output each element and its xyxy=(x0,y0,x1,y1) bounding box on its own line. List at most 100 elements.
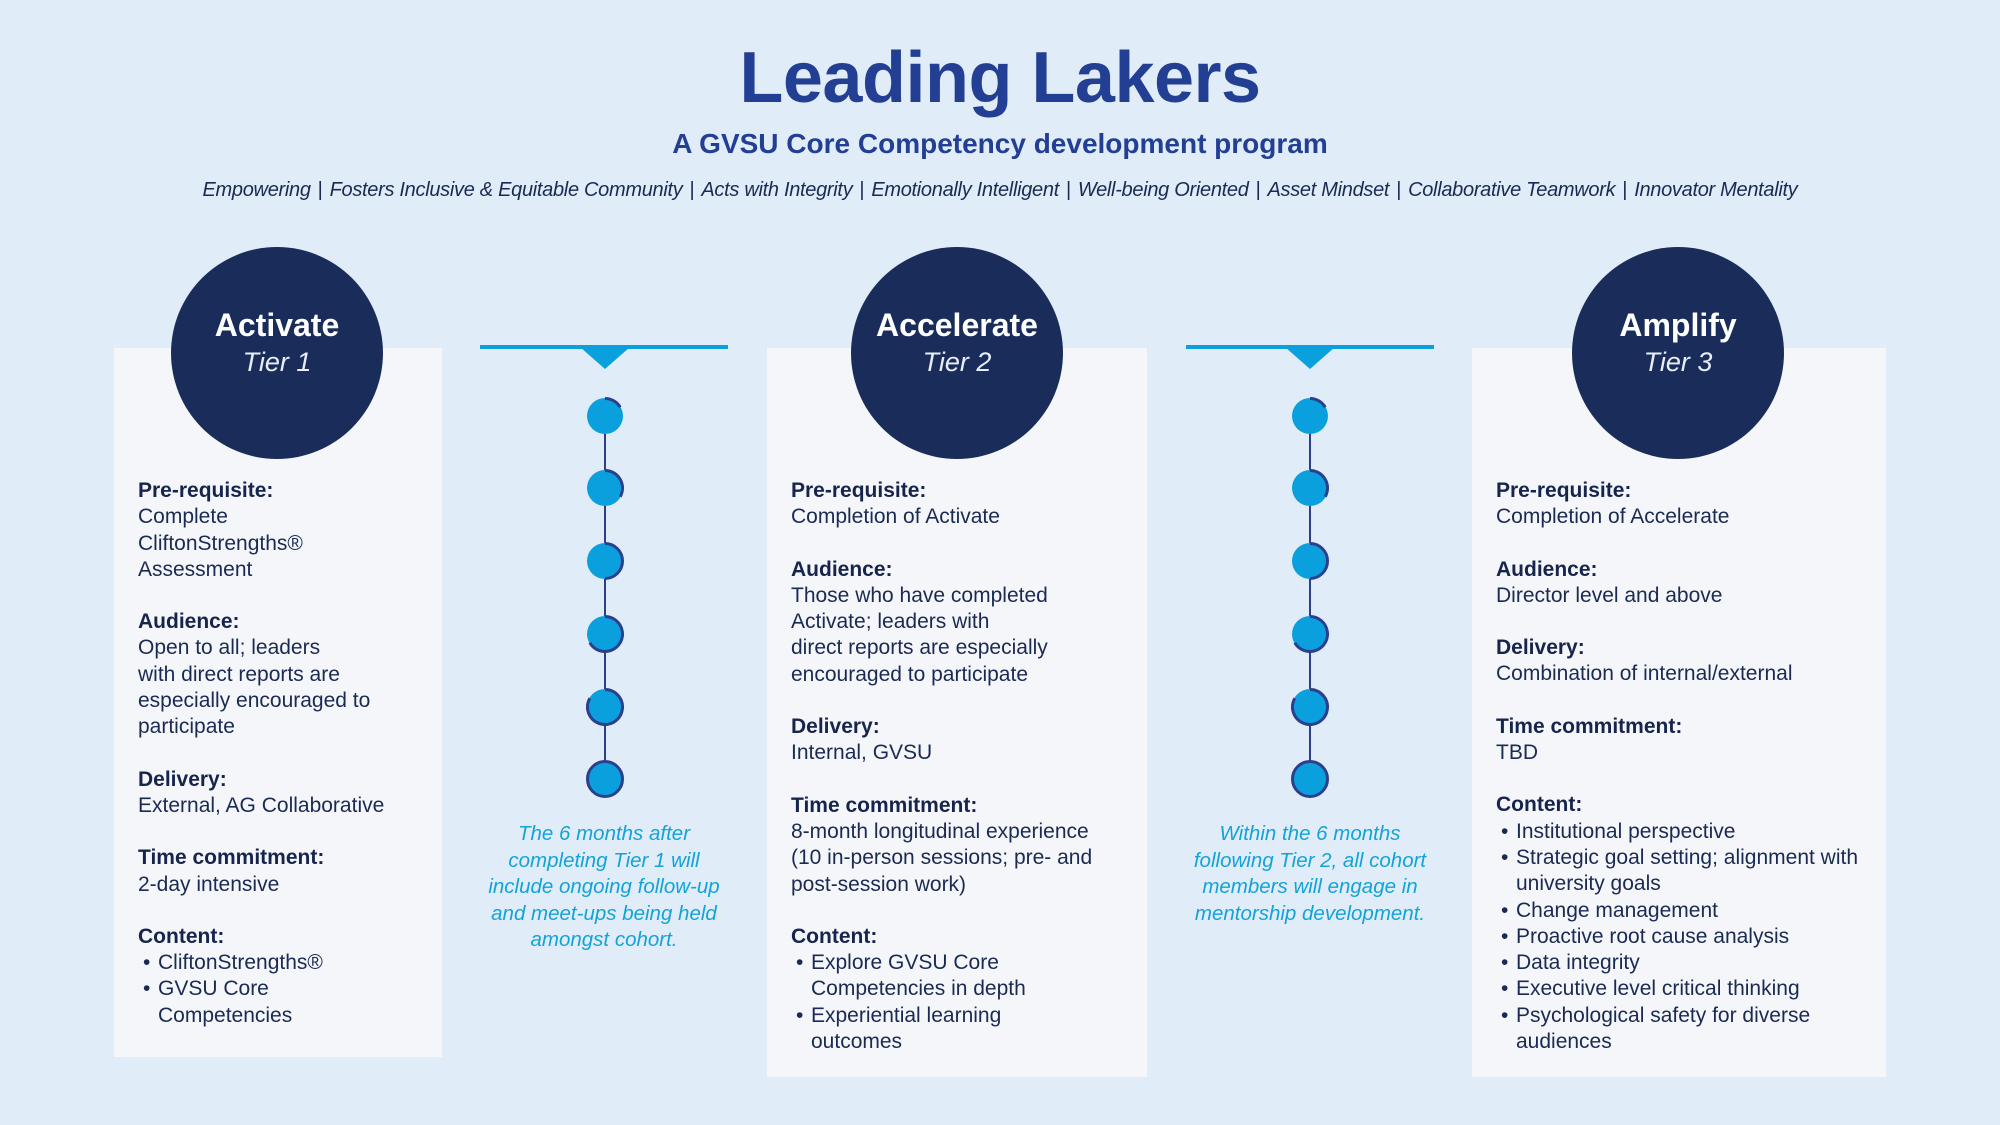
section-label: Pre-requisite: xyxy=(138,479,274,502)
progress-step-icon xyxy=(1291,688,1329,726)
tier-badge-activate: Activate Tier 1 xyxy=(171,247,383,459)
section-label: Delivery: xyxy=(138,767,227,791)
time-commitment-section: Time commitment: 8-month longitudinal ex… xyxy=(791,793,1137,898)
time-commitment-section: Time commitment: 2-day intensive xyxy=(138,845,432,898)
transition-note: Within the 6 months following Tier 2, al… xyxy=(1193,822,1427,925)
core-value: Acts with Integrity xyxy=(701,179,853,201)
section-label: Time commitment: xyxy=(138,846,325,870)
tier-name: Activate xyxy=(214,307,340,343)
section-label: Content: xyxy=(791,924,878,948)
tier-card-amplify: Pre-requisite: Completion of Accelerate … xyxy=(1472,348,1886,1077)
prerequisite-section: Pre-requisite: Complete CliftonStrengths… xyxy=(138,478,432,583)
content-item: Institutional perspective xyxy=(1496,819,1866,846)
section-label: Delivery: xyxy=(791,715,880,739)
section-value: 8-month longitudinal experience (10 in-p… xyxy=(791,819,1093,896)
section-label: Audience: xyxy=(791,557,893,581)
separator: | xyxy=(1622,179,1628,201)
timeline-line xyxy=(1309,416,1311,779)
content-item: Change management xyxy=(1496,898,1866,925)
section-value: TBD xyxy=(1496,741,1538,765)
core-value: Fosters Inclusive & Equitable Community xyxy=(329,179,683,201)
content-item: Strategic goal setting; alignment with u… xyxy=(1496,845,1866,898)
progress-step-icon xyxy=(587,469,624,506)
audience-section: Audience: Open to all; leaders with dire… xyxy=(138,609,432,740)
tier-name: Accelerate xyxy=(876,307,1038,343)
prerequisite-section: Pre-requisite: Completion of Activate xyxy=(791,478,1137,531)
tier-badge-accelerate: Accelerate Tier 2 xyxy=(851,247,1063,459)
core-value: Innovator Mentality xyxy=(1634,179,1798,201)
page-subtitle: A GVSU Core Competency development progr… xyxy=(672,128,1328,159)
content-item: Data integrity xyxy=(1496,950,1866,977)
progress-step-icon xyxy=(587,542,624,580)
separator: | xyxy=(1396,179,1402,201)
section-label: Pre-requisite: xyxy=(791,479,927,502)
progress-step-icon xyxy=(1292,469,1329,506)
tier-badge-amplify: Amplify Tier 3 xyxy=(1572,247,1784,459)
separator: | xyxy=(1255,179,1261,201)
content-list: CliftonStrengths® GVSU Core Competencies xyxy=(138,950,328,1029)
section-label: Content: xyxy=(138,924,225,948)
tier-details: Pre-requisite: Completion of Accelerate … xyxy=(1496,478,1876,1081)
progress-step-icon xyxy=(587,397,623,434)
section-value: Director level and above xyxy=(1496,583,1723,607)
content-item: Psychological safety for diverse audienc… xyxy=(1496,1003,1866,1056)
transition-connector-1: The 6 months after completing Tier 1 wil… xyxy=(480,345,728,965)
progress-step-icon xyxy=(1292,542,1329,580)
section-value: Completion of Accelerate xyxy=(1496,505,1730,529)
separator: | xyxy=(317,179,323,201)
tier-card-activate: Pre-requisite: Complete CliftonStrengths… xyxy=(114,348,442,1057)
transition-connector-2: Within the 6 months following Tier 2, al… xyxy=(1186,345,1434,965)
timeline-line xyxy=(604,416,606,779)
content-item: Experiential learning outcomes xyxy=(791,1003,1056,1056)
progress-step-icon xyxy=(586,688,624,726)
page-title: Leading Lakers xyxy=(739,38,1261,118)
section-value: 2-day intensive xyxy=(138,872,280,896)
time-commitment-section: Time commitment: TBD xyxy=(1496,714,1876,767)
down-arrow-icon xyxy=(1285,347,1335,369)
core-value: Empowering xyxy=(202,179,311,201)
core-value: Collaborative Teamwork xyxy=(1408,179,1616,201)
delivery-section: Delivery: External, AG Collaborative xyxy=(138,767,432,820)
section-label: Content: xyxy=(1496,793,1583,817)
delivery-section: Delivery: Internal, GVSU xyxy=(791,714,1137,767)
section-value: Completion of Activate xyxy=(791,505,1000,529)
content-item: Executive level critical thinking xyxy=(1496,976,1866,1003)
core-value: Well-being Oriented xyxy=(1077,179,1249,201)
separator: | xyxy=(1065,179,1071,201)
section-value: External, AG Collaborative xyxy=(138,793,385,817)
transition-note: The 6 months after completing Tier 1 wil… xyxy=(488,822,720,951)
section-value: Open to all; leaders with direct reports… xyxy=(138,636,371,739)
content-list: Institutional perspective Strategic goal… xyxy=(1496,819,1866,1056)
section-label: Delivery: xyxy=(1496,636,1585,660)
progress-step-icon xyxy=(1292,615,1329,653)
content-section: Content: Explore GVSU Core Competencies … xyxy=(791,924,1137,1055)
audience-section: Audience: Director level and above xyxy=(1496,557,1876,610)
tier-card-accelerate: Pre-requisite: Completion of Activate Au… xyxy=(767,348,1147,1077)
content-item: Explore GVSU Core Competencies in depth xyxy=(791,950,1056,1003)
section-label: Pre-requisite: xyxy=(1496,479,1632,502)
prerequisite-section: Pre-requisite: Completion of Accelerate xyxy=(1496,478,1876,531)
tier-details: Pre-requisite: Complete CliftonStrengths… xyxy=(138,478,432,1055)
audience-section: Audience: Those who have completed Activ… xyxy=(791,557,1137,688)
core-value: Asset Mindset xyxy=(1267,179,1390,201)
core-value: Emotionally Intelligent xyxy=(871,179,1059,201)
content-list: Explore GVSU Core Competencies in depth … xyxy=(791,950,1056,1055)
section-label: Time commitment: xyxy=(1496,714,1683,738)
tier-level: Tier 1 xyxy=(242,347,312,377)
section-value: Complete CliftonStrengths® Assessment xyxy=(138,505,303,581)
separator: | xyxy=(689,179,695,201)
section-label: Time commitment: xyxy=(791,793,978,817)
core-values-list: Empowering | Fosters Inclusive & Equitable… xyxy=(0,176,2000,204)
tier-level: Tier 3 xyxy=(1643,347,1713,377)
content-section: Content: CliftonStrengths® GVSU Core Com… xyxy=(138,924,432,1029)
tier-level: Tier 2 xyxy=(922,347,992,377)
section-value: Those who have completed Activate; leade… xyxy=(791,583,1048,686)
separator: | xyxy=(859,179,865,201)
content-section: Content: Institutional perspective Strat… xyxy=(1496,792,1876,1055)
section-value: Combination of internal/external xyxy=(1496,662,1793,686)
section-value: Internal, GVSU xyxy=(791,741,933,765)
progress-step-icon xyxy=(1291,760,1329,798)
content-item: GVSU Core Competencies xyxy=(138,976,328,1029)
progress-step-icon xyxy=(587,615,624,653)
delivery-section: Delivery: Combination of internal/extern… xyxy=(1496,635,1876,688)
